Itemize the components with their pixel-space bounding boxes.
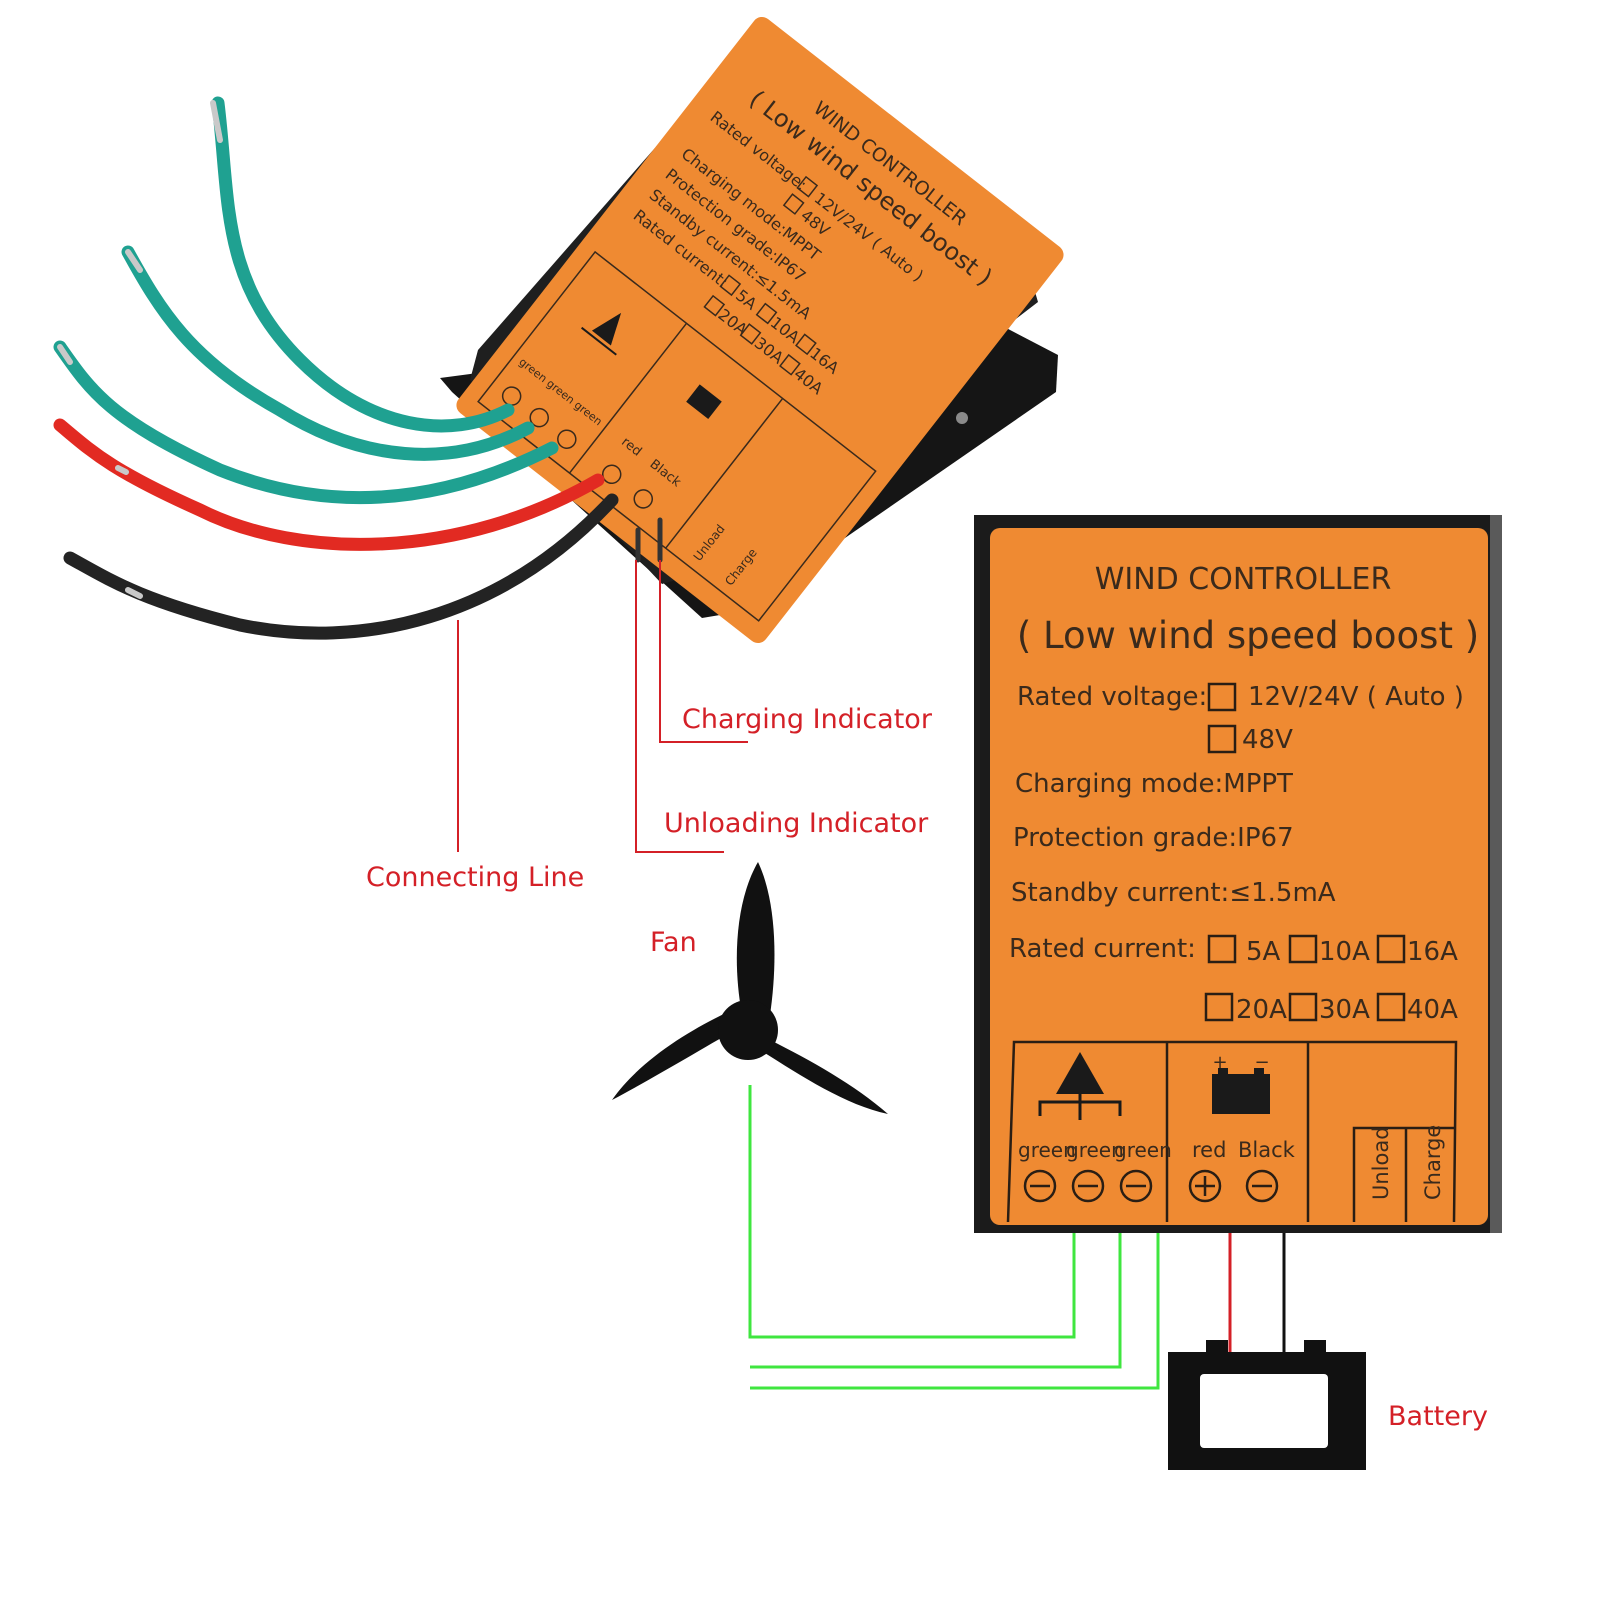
- front-voltage-option-1: 12V/24V ( Auto ): [1248, 682, 1464, 712]
- battery-window: [1200, 1374, 1328, 1448]
- battery-icon: [686, 384, 722, 419]
- callout-line-unloading: [635, 560, 724, 853]
- wire-red: [53, 418, 605, 551]
- wire-tip: [115, 465, 129, 475]
- fan-hub: [718, 1000, 778, 1060]
- circled-minus-icon: [501, 386, 522, 406]
- circled-minus-icon: [633, 489, 653, 509]
- battery-label: Battery: [1388, 1401, 1488, 1432]
- green-line-2: [750, 1228, 1122, 1369]
- wire-teal-3: [53, 340, 559, 505]
- checkbox-40a: [1376, 992, 1406, 1022]
- fan-blade-left: [612, 1012, 735, 1100]
- battery-plus-sign: +: [1212, 1052, 1227, 1073]
- front-charging-mode: Charging mode:MPPT: [1015, 769, 1293, 799]
- wire-teal-1: [211, 96, 515, 433]
- fan-icon: [612, 862, 888, 1114]
- wind-turbine-icon: [1038, 1052, 1122, 1120]
- wire-teal-2: [121, 245, 535, 461]
- photo-checkbox: [779, 353, 801, 376]
- wire-tip: [57, 344, 73, 365]
- callouts: [457, 560, 748, 853]
- fan-label: Fan: [650, 927, 697, 958]
- checkbox-5a: [1207, 934, 1237, 964]
- front-current-40a: 40A: [1407, 995, 1458, 1025]
- photo-checkbox: [782, 193, 805, 215]
- charging-indicator-label: Charging Indicator: [682, 704, 933, 735]
- front-rated-voltage-label: Rated voltage:: [1017, 682, 1207, 712]
- wire-tip: [125, 249, 143, 273]
- wire-tip: [125, 587, 143, 599]
- front-voltage-option-2: 48V: [1242, 725, 1293, 755]
- circled-minus-icon: [557, 429, 577, 449]
- checkbox-10a: [1288, 934, 1318, 964]
- checkbox-12v24v: [1207, 682, 1237, 712]
- front-label-title: WIND CONTROLLER: [1095, 562, 1392, 597]
- terminal-symbols: [1023, 1169, 1279, 1203]
- circled-plus-icon: [1188, 1169, 1222, 1203]
- circled-minus-icon: [1119, 1169, 1153, 1203]
- circled-minus-icon: [1023, 1169, 1057, 1203]
- terminal-label-green-3: green: [1114, 1138, 1172, 1162]
- terminal-label-green-1: green: [1018, 1138, 1076, 1162]
- photo-label-bg: [456, 16, 1064, 644]
- front-current-10a: 10A: [1319, 937, 1370, 967]
- photo-checkbox: [703, 294, 726, 317]
- front-standby-current: Standby current:≤1.5mA: [1011, 878, 1336, 908]
- fan-blade-right: [760, 1040, 888, 1114]
- green-wiring: [748, 1085, 1160, 1390]
- front-rated-current-label: Rated current:: [1009, 934, 1196, 964]
- green-line-1: [748, 1085, 1076, 1339]
- unloading-indicator-label: Unloading Indicator: [664, 808, 929, 839]
- front-label-bg: [990, 528, 1488, 1225]
- wires: [53, 96, 663, 640]
- charge-indicator-label: Charge: [1421, 1125, 1445, 1200]
- wind-turbine-icon: [580, 312, 622, 356]
- battery-icon: [1168, 1340, 1366, 1470]
- controller-front-view: WIND CONTROLLER ( Low wind speed boost )…: [974, 515, 1502, 1233]
- circled-plus-icon: [601, 464, 622, 485]
- photo-terminal-box: [477, 250, 877, 622]
- battery-post-right: [1304, 1340, 1326, 1354]
- circled-minus-icon: [529, 407, 549, 428]
- mount-hole: [956, 412, 968, 424]
- wire-tip: [210, 100, 223, 143]
- photo-checkbox: [796, 175, 819, 198]
- checkbox-16a: [1376, 934, 1406, 964]
- terminal-label-red: red: [1192, 1138, 1226, 1162]
- connecting-line-label: Connecting Line: [366, 862, 584, 893]
- controller-photo: WIND CONTROLLER ( Low wind speed boost )…: [53, 16, 1064, 644]
- front-current-20a: 20A: [1236, 995, 1287, 1025]
- battery-post-left: [1206, 1340, 1228, 1354]
- checkbox-48v: [1207, 724, 1237, 754]
- front-label-subtitle: ( Low wind speed boost ): [1017, 614, 1479, 657]
- photo-checkbox: [719, 274, 742, 297]
- photo-checkbox: [795, 333, 817, 356]
- battery-symbol-icon: + −: [1212, 1052, 1270, 1114]
- photo-checkbox: [739, 323, 762, 345]
- terminal-panel: [1006, 1040, 1458, 1223]
- front-current-30a: 30A: [1319, 995, 1370, 1025]
- checkbox-30a: [1288, 992, 1318, 1022]
- terminal-label-green-2: green: [1066, 1138, 1124, 1162]
- checkbox-20a: [1204, 992, 1234, 1022]
- callout-line-charging: [659, 560, 748, 743]
- front-housing-edge: [1490, 515, 1502, 1233]
- green-line-3: [750, 1228, 1160, 1390]
- unload-indicator-label: Unload: [1369, 1126, 1393, 1200]
- front-protection-grade: Protection grade:IP67: [1013, 823, 1294, 853]
- circled-minus-icon: [1245, 1169, 1279, 1203]
- battery-minus-sign: −: [1254, 1052, 1269, 1073]
- battery-wiring: [1228, 1228, 1286, 1352]
- front-current-16a: 16A: [1407, 937, 1458, 967]
- front-current-5a: 5A: [1246, 937, 1281, 967]
- fan-blade-top: [736, 862, 775, 1015]
- photo-checkbox: [755, 302, 778, 325]
- terminal-label-black: Black: [1238, 1138, 1296, 1162]
- circled-minus-icon: [1071, 1169, 1105, 1203]
- wire-black: [63, 493, 619, 640]
